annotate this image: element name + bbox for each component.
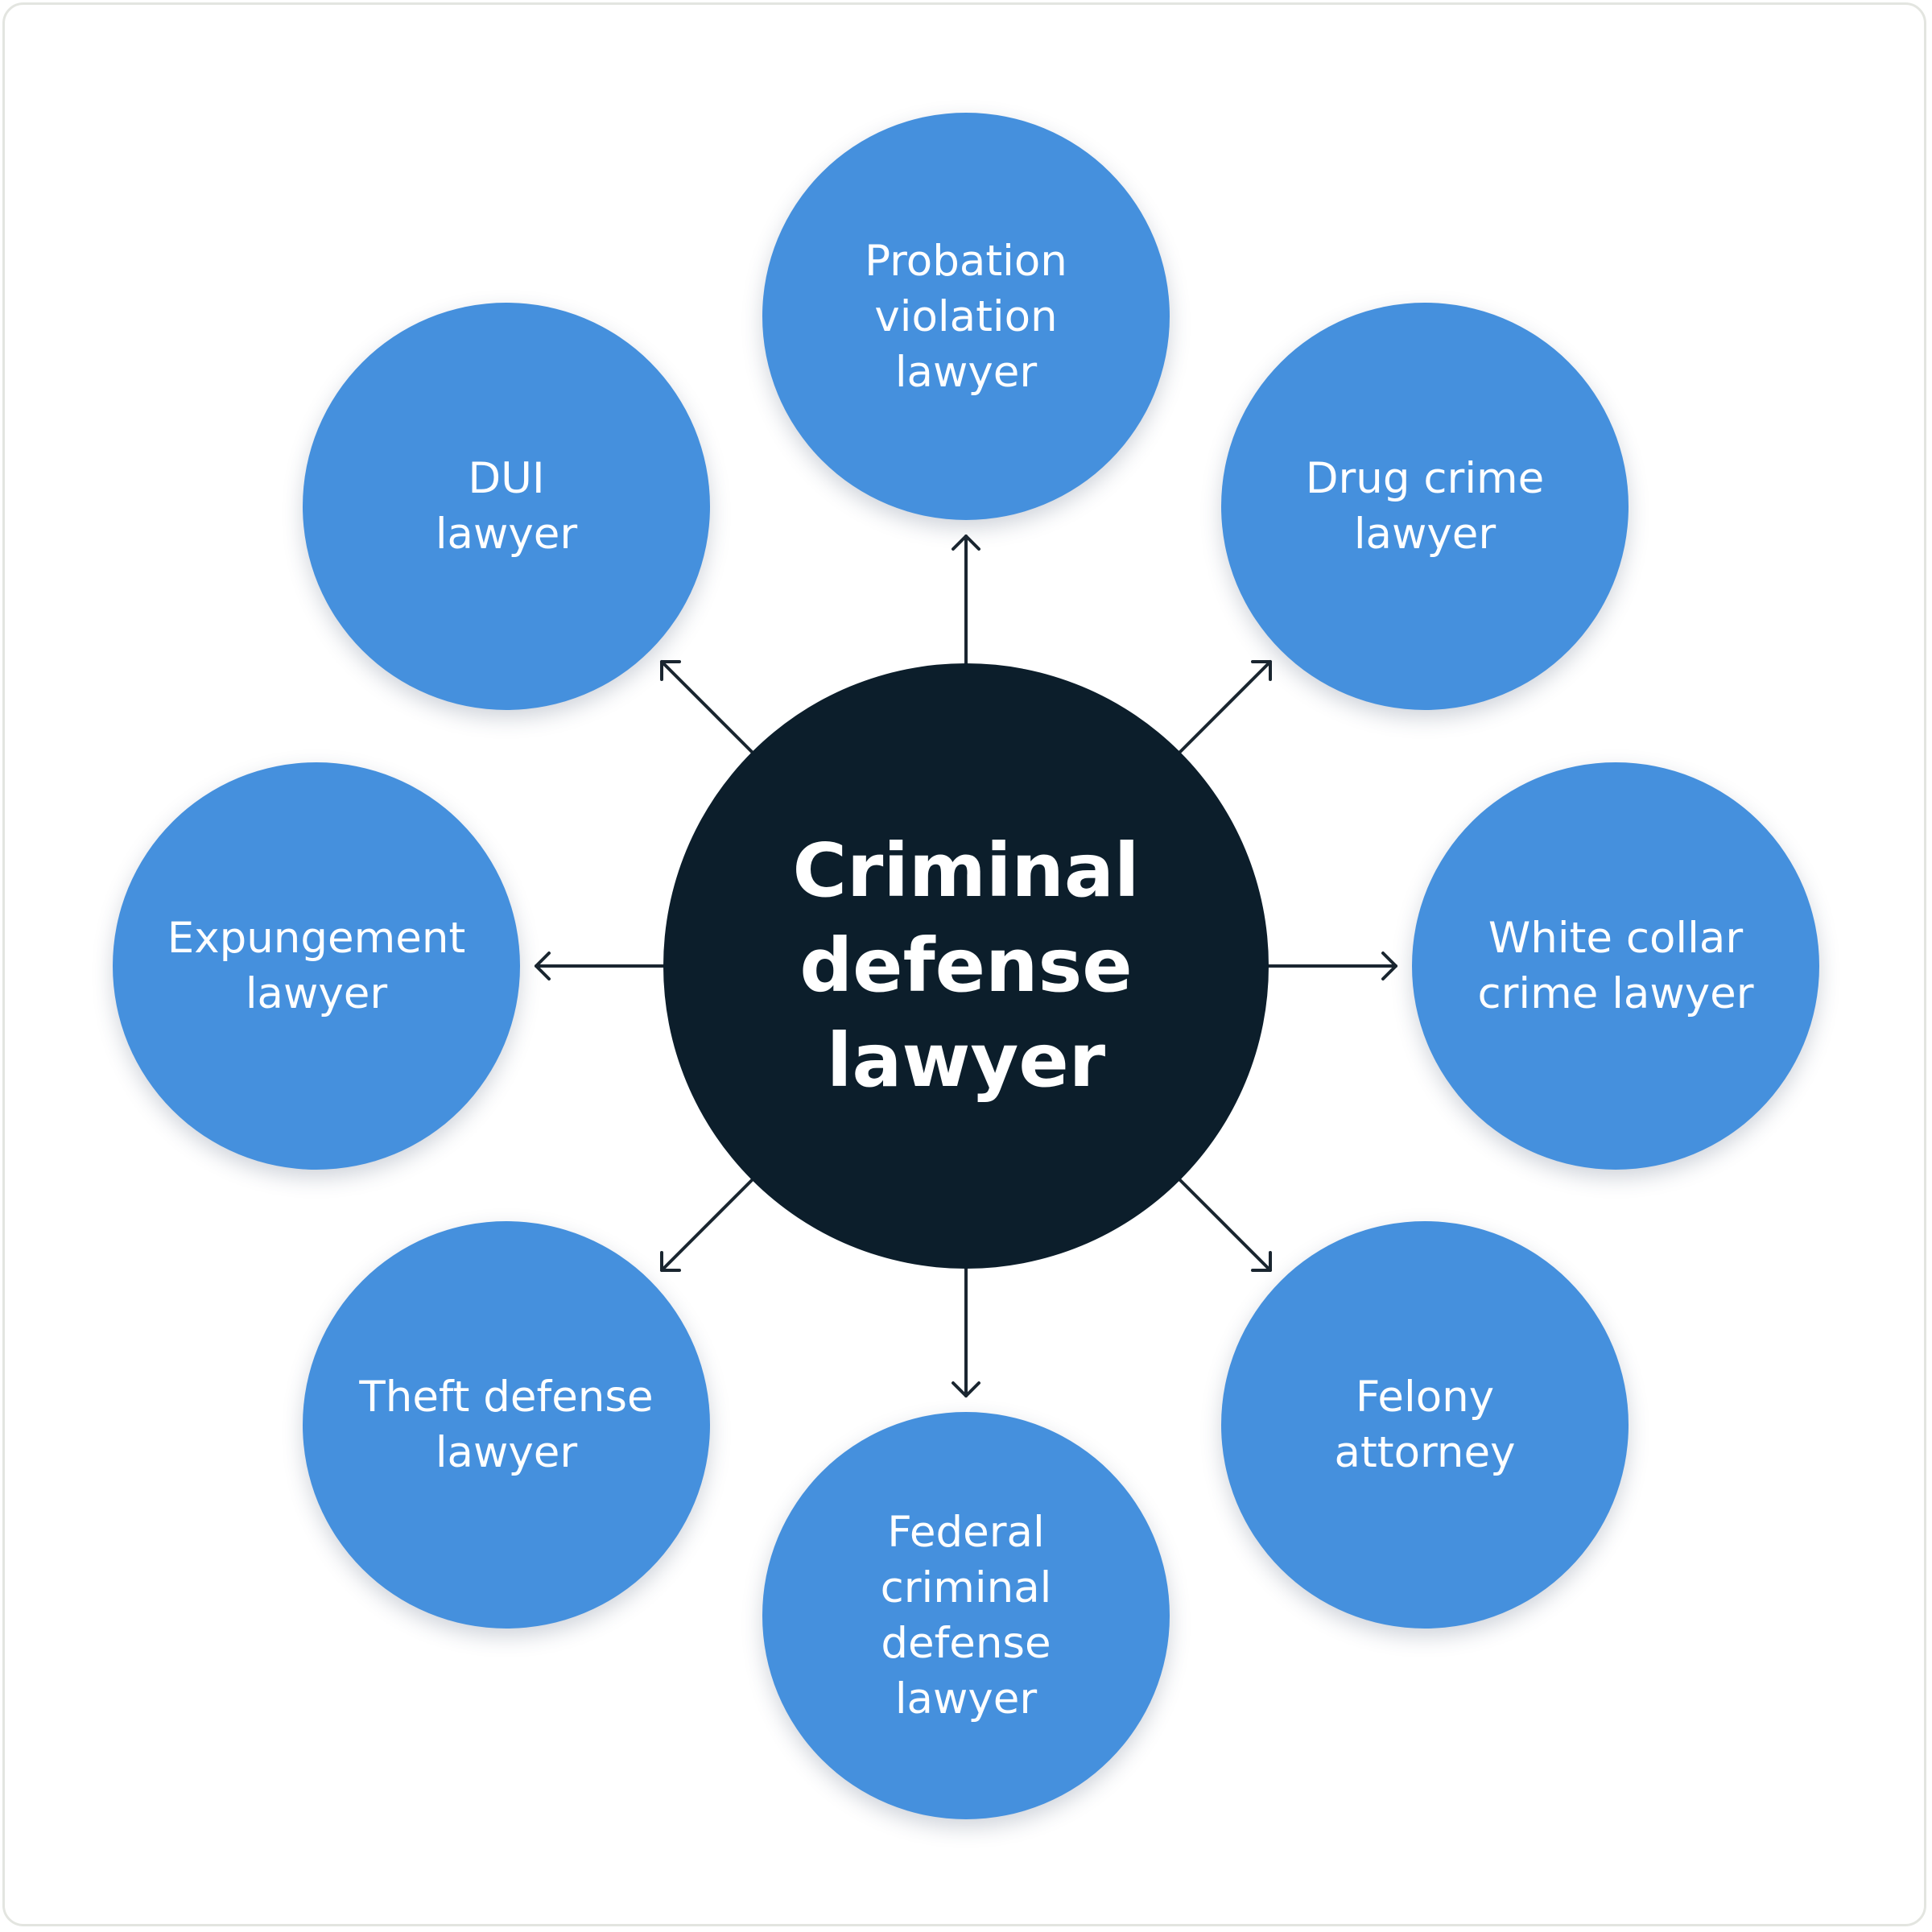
node-expungement-lawyer: Expungement lawyer [113,762,520,1170]
node-label: Expungement lawyer [167,914,466,1018]
arrow-to-dui [660,660,753,753]
node-label: Theft defense lawyer [359,1373,654,1477]
node-drug-crime-lawyer: Drug crime lawyer [1221,303,1629,710]
node-probation-violation-lawyer: Probation violation lawyer [762,113,1170,520]
node-label: White collar crime lawyer [1477,914,1754,1018]
arrow-to-white-collar [1267,952,1397,980]
center-node-label: Criminal defense lawyer [792,828,1140,1104]
node-label: Drug crime lawyer [1305,454,1545,559]
node-theft-defense-lawyer: Theft defense lawyer [303,1221,710,1629]
node-label: Probation violation lawyer [865,236,1067,397]
node-felony-attorney: Felony attorney [1221,1221,1629,1629]
node-dui-lawyer: DUI lawyer [303,303,710,710]
node-federal-criminal-defense-lawyer: Federal criminal defense lawyer [762,1412,1170,1819]
node-label: Federal criminal defense lawyer [880,1508,1052,1724]
node-label: Felony attorney [1334,1373,1516,1477]
arrow-to-federal [952,1267,980,1397]
arrow-to-felony [1179,1179,1272,1272]
node-white-collar-crime-lawyer: White collar crime lawyer [1412,762,1819,1170]
arrow-to-probation [952,535,980,665]
node-label: DUI lawyer [435,454,578,559]
center-node-criminal-defense-lawyer: Criminal defense lawyer [663,663,1269,1269]
arrow-to-expungement [535,952,665,980]
arrow-to-theft [660,1179,753,1272]
arrow-to-drug [1179,660,1272,753]
